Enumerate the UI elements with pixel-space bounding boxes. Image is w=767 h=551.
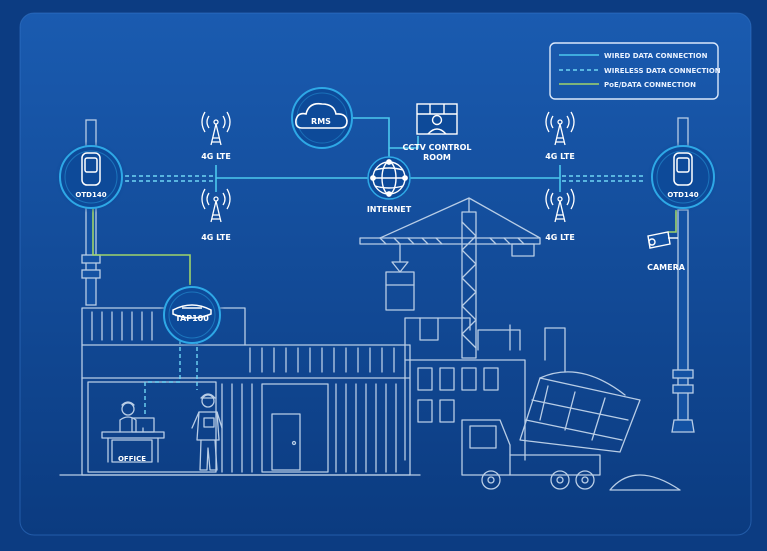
legend-poe-label: PoE/DATA CONNECTION	[604, 81, 696, 89]
cell-tower-icon	[545, 188, 575, 223]
cell-tower-icon	[201, 188, 231, 223]
office-label: OFFICE	[118, 455, 146, 463]
camera-node: CAMERA	[647, 231, 686, 272]
control-room-icon	[416, 103, 458, 135]
camera-icon	[647, 231, 678, 249]
lte-label: 4G LTE	[201, 233, 231, 242]
poe-link-tap	[92, 205, 191, 285]
legend-wireless-label: WIRELESS DATA CONNECTION	[604, 67, 721, 75]
wired-link-right	[409, 165, 561, 192]
internet-node: INTERNET	[367, 156, 412, 214]
lte-tower-right-bottom: 4G LTE	[545, 188, 575, 242]
otd-device-icon	[81, 152, 101, 186]
access-point-icon	[172, 304, 212, 319]
office-desk-icon	[101, 401, 165, 463]
pole-right	[671, 117, 695, 433]
wireless-link-right	[562, 175, 646, 182]
globe-icon	[370, 159, 408, 197]
cell-tower-icon	[201, 111, 231, 146]
dump-truck-icon	[461, 371, 681, 491]
otd-device-icon	[673, 152, 693, 186]
wireless-link-left	[125, 175, 214, 182]
poe-link-camera	[668, 210, 677, 233]
wireless-link-tap	[144, 340, 198, 415]
wired-link-services	[350, 117, 419, 158]
rms-label: RMS	[311, 117, 331, 126]
lte-label: 4G LTE	[545, 233, 575, 242]
rms-node: RMS	[291, 87, 353, 149]
otd140-right: OTD140	[647, 141, 719, 213]
legend-wired-label: WIRED DATA CONNECTION	[604, 52, 708, 60]
otd-label: OTD140	[667, 191, 698, 199]
worker-icon	[191, 393, 223, 471]
otd-label: OTD140	[75, 191, 106, 199]
otd140-left: OTD140	[55, 141, 127, 213]
lte-tower-right-top: 4G LTE	[545, 111, 575, 161]
cloud-icon	[295, 102, 348, 129]
cell-tower-icon	[545, 111, 575, 146]
camera-label: CAMERA	[647, 263, 686, 272]
wired-link-left	[215, 165, 369, 192]
lte-label: 4G LTE	[201, 152, 231, 161]
tap100-node: TAP100	[159, 282, 225, 348]
crane-icon	[359, 197, 541, 359]
lte-tower-left-top: 4G LTE	[201, 111, 231, 161]
lte-label: 4G LTE	[545, 152, 575, 161]
building-frame	[404, 317, 566, 461]
lte-tower-left-bottom: 4G LTE	[201, 188, 231, 242]
tap-label: TAP100	[175, 314, 209, 323]
internet-label: INTERNET	[367, 205, 412, 214]
legend: WIRED DATA CONNECTION WIRELESS DATA CONN…	[549, 42, 721, 100]
